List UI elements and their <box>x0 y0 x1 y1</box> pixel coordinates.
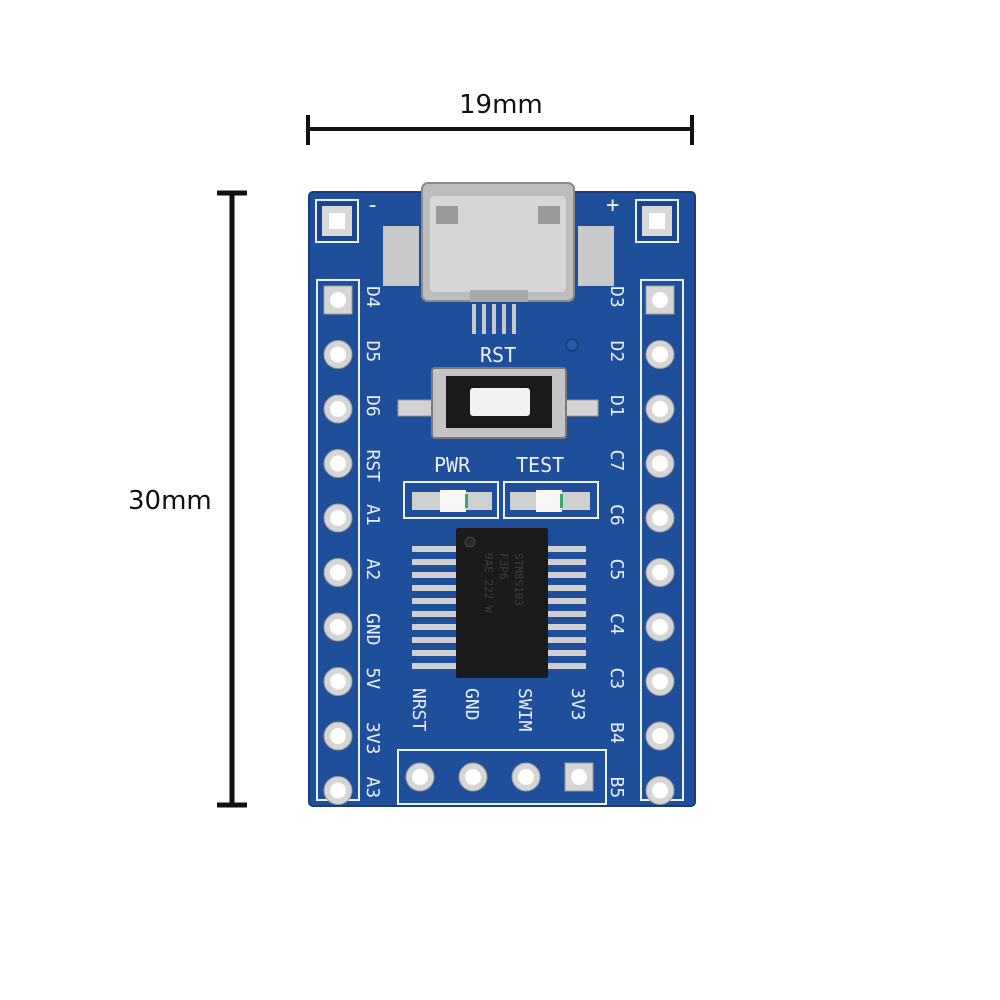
corner-pad-left <box>315 199 359 243</box>
right-pin-label: D2 <box>606 341 627 363</box>
right-header-pin <box>645 721 675 751</box>
left-header-pin <box>323 449 353 478</box>
left-pin-label: A3 <box>362 777 383 799</box>
chip-leg <box>546 546 586 552</box>
bottom-header-pin <box>564 762 594 792</box>
right-header-pin <box>645 449 675 478</box>
chip-leg <box>546 611 586 617</box>
chip-leg <box>412 559 458 565</box>
left-header-pin <box>323 721 353 751</box>
chip-leg <box>546 559 586 565</box>
left-header-pin <box>323 285 353 315</box>
chip-leg <box>412 572 458 578</box>
right-pin-label: D1 <box>606 395 627 417</box>
right-pin-label: C3 <box>606 668 627 690</box>
right-header-pin <box>645 340 675 369</box>
corner-pad-right <box>635 199 679 243</box>
height-dimension-label: 30mm <box>128 486 212 516</box>
right-pin-label: C7 <box>606 450 627 472</box>
right-header-pin <box>645 612 675 642</box>
bottom-header-pin <box>405 762 435 792</box>
chip-leg <box>546 585 586 591</box>
left-pin-label: 5V <box>362 668 383 690</box>
pwr-led-label: PWR <box>434 453 471 477</box>
bottom-header-pin <box>458 762 488 792</box>
left-header-pin <box>323 558 353 587</box>
test-led-label: TEST <box>516 453 564 477</box>
polarity-minus: - <box>366 193 379 218</box>
width-dimension-label: 19mm <box>459 90 543 120</box>
chip-leg <box>546 624 586 630</box>
chip-leg <box>546 663 586 669</box>
pcb-board <box>309 192 695 806</box>
left-header-pin <box>323 340 353 369</box>
chip-leg <box>412 650 458 656</box>
right-header-pin <box>645 285 675 315</box>
right-pin-label: C6 <box>606 504 627 526</box>
chip-leg <box>412 546 458 552</box>
bottom-pin-label: NRST <box>408 688 429 732</box>
chip-leg <box>412 624 458 630</box>
right-pin-label: B4 <box>606 722 627 744</box>
chip-leg <box>412 611 458 617</box>
bottom-pin-label: SWIM <box>514 688 535 732</box>
chip-leg <box>546 572 586 578</box>
chip-leg <box>546 650 586 656</box>
right-pin-label: C5 <box>606 559 627 581</box>
chip-marking-3: 9AE 222 W <box>482 553 495 613</box>
left-pin-label: D4 <box>362 286 383 308</box>
test-led <box>503 481 599 519</box>
chip-leg <box>546 637 586 643</box>
left-header-pin <box>323 776 353 805</box>
right-header-pin <box>645 503 675 533</box>
pwr-led <box>403 481 499 519</box>
right-pin-label: C4 <box>606 613 627 635</box>
width-dimension-bar <box>306 115 694 145</box>
reset-button <box>397 367 599 439</box>
bottom-header-pin <box>511 762 541 792</box>
chip-leg <box>412 598 458 604</box>
right-header-pin <box>645 667 675 696</box>
left-header-pin <box>323 612 353 642</box>
reset-label: RST <box>480 343 516 367</box>
chip-leg <box>412 637 458 643</box>
right-pin-label: B5 <box>606 777 627 799</box>
right-header-pin <box>645 558 675 587</box>
right-header-pin <box>645 394 675 424</box>
left-header-pin <box>323 503 353 533</box>
chip-leg <box>412 663 458 669</box>
left-pin-label: A1 <box>362 504 383 526</box>
left-pin-label: RST <box>362 450 383 483</box>
chip-leg <box>412 585 458 591</box>
left-pin-label: 3V3 <box>362 722 383 755</box>
left-pin-label: D5 <box>362 341 383 363</box>
mcu-chip: STM8S103 F3P6 9AE 222 W <box>412 528 586 678</box>
chip-leg <box>546 598 586 604</box>
height-dimension-bar <box>217 190 247 808</box>
polarity-plus: + <box>606 193 619 218</box>
left-header-pin <box>323 667 353 696</box>
micro-usb-connector <box>383 182 614 352</box>
chip-marking-2: F3P6 <box>497 553 510 580</box>
left-header-pin <box>323 394 353 424</box>
chip-marking-1: STM8S103 <box>512 553 525 606</box>
left-pin-label: D6 <box>362 395 383 417</box>
left-pin-label: GND <box>362 613 383 646</box>
bottom-pin-label: GND <box>461 688 482 721</box>
left-pin-label: A2 <box>362 559 383 581</box>
bottom-pin-label: 3V3 <box>567 688 588 721</box>
right-header-pin <box>645 776 675 805</box>
right-pin-label: D3 <box>606 286 627 308</box>
